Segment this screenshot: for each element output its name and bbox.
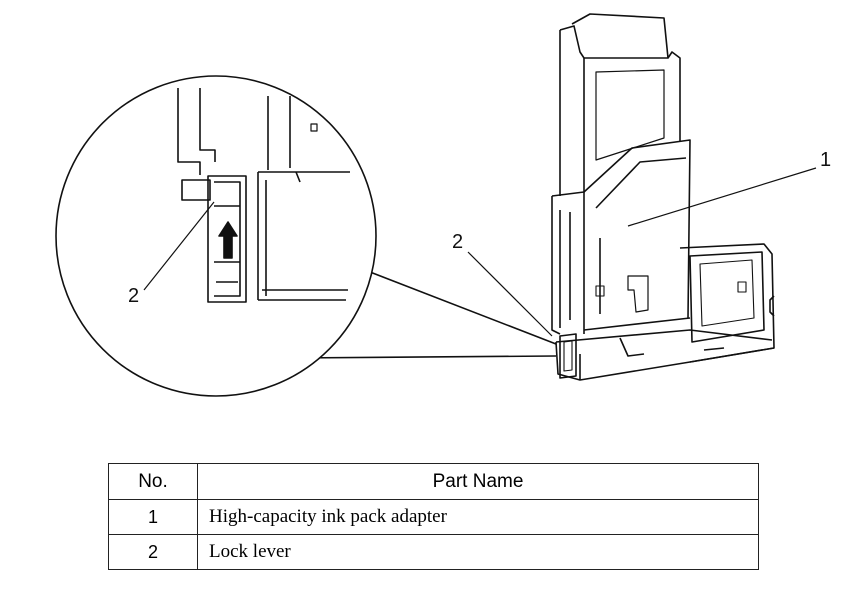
column-header-part-name: Part Name <box>197 463 759 500</box>
zoom-detail-view <box>55 75 377 397</box>
column-header-no: No. <box>108 463 198 500</box>
table-row: 1 High-capacity ink pack adapter <box>108 499 759 535</box>
callout-1-leader <box>627 167 817 227</box>
row-part-name: Lock lever <box>197 534 759 570</box>
main-lock-lever <box>559 333 577 379</box>
ink-pack-adapter-drawing <box>551 13 775 381</box>
row-number: 1 <box>108 499 198 535</box>
parts-diagram: 1 2 2 <box>55 13 831 397</box>
callout-2-leader <box>467 251 553 337</box>
zoom-callout-2-label: 2 <box>128 285 139 307</box>
callout-1-label: 1 <box>820 149 831 171</box>
row-number: 2 <box>108 534 198 570</box>
up-arrow-icon <box>218 221 238 259</box>
callout-2-label: 2 <box>452 231 463 253</box>
zoom-callout-2-leader <box>143 201 215 291</box>
table-header-row: No. Part Name <box>108 463 759 500</box>
row-part-name: High-capacity ink pack adapter <box>197 499 759 535</box>
parts-table: No. Part Name 1 High-capacity ink pack a… <box>108 463 759 570</box>
zoom-lock-lever <box>181 175 247 303</box>
table-row: 2 Lock lever <box>108 534 759 570</box>
magnifier-leader-lines <box>291 271 557 359</box>
